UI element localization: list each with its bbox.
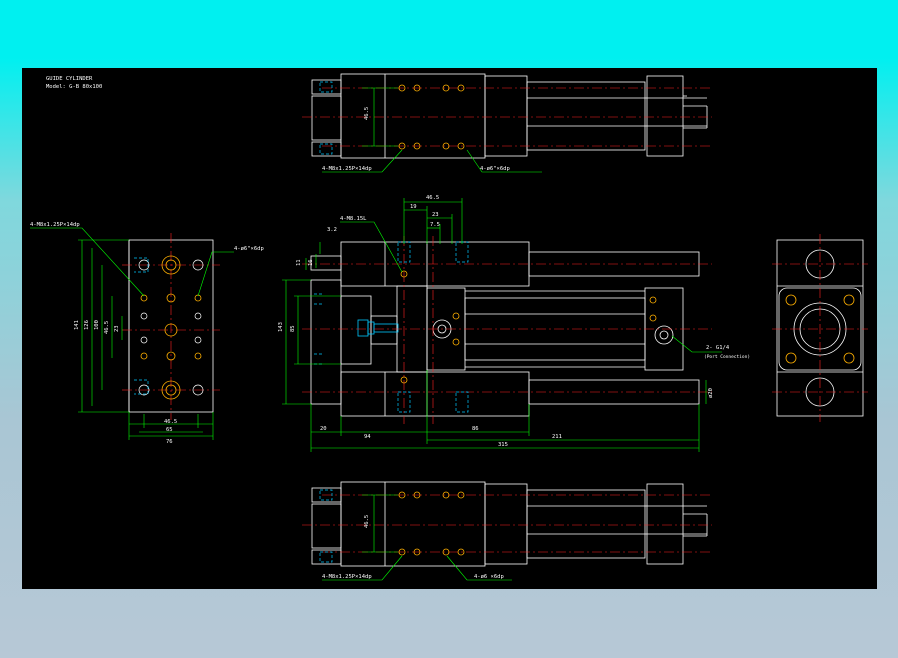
side-view-holes-white [138, 259, 204, 396]
front-dim-16: 16 [308, 259, 314, 266]
side-view-hidden [134, 257, 149, 395]
side-view-dims [30, 227, 234, 440]
drawing-model: Model: G-B 80x100 [46, 84, 102, 90]
side-view-holes [140, 255, 202, 400]
front-dim-rod: ø20 [708, 388, 714, 398]
front-dim-3-2: 3.2 [327, 227, 337, 233]
bottom-view-callout-left: 4-M8x1.25P×14dp [322, 574, 372, 580]
bottom-view-holes [398, 491, 465, 556]
side-dim-141: 141 [74, 320, 80, 330]
front-dim-46-5: 46.5 [426, 195, 439, 201]
front-dim-19: 19 [410, 204, 417, 210]
end-view-holes [785, 294, 855, 364]
front-dim-143: 143 [278, 322, 284, 332]
bottom-view-callout-right: 4-ø6 ×6dp [474, 574, 504, 580]
front-callout-top: 4-M8.15L [340, 216, 367, 222]
top-view [311, 73, 708, 159]
front-port-label: 2- G1/4 [706, 345, 730, 351]
bottom-view [311, 481, 708, 567]
top-view-dims [322, 87, 542, 173]
front-view-piston-rod [357, 319, 399, 337]
side-callout-right: 4-ø6"×6dp [234, 246, 264, 252]
cad-drawing: GUIDE CYLINDER Model: G-B 80x100 [30, 73, 868, 581]
front-view-holes [400, 270, 657, 384]
front-dim-11: 11 [296, 259, 302, 266]
front-dim-315: 315 [498, 442, 508, 448]
front-dim-7-5: 7.5 [430, 222, 440, 228]
side-dim-h-46-5: 46.5 [164, 419, 177, 425]
top-view-hidden [319, 81, 333, 155]
front-dim-23: 23 [432, 212, 439, 218]
top-view-dim-pitch: 46.5 [364, 107, 370, 120]
bottom-view-dims [322, 494, 512, 581]
side-dim-126: 126 [84, 320, 90, 330]
front-port-note: (Port Connection) [704, 354, 750, 360]
bottom-view-dim-pitch: 46.5 [364, 515, 370, 528]
top-view-holes [398, 84, 465, 150]
side-dim-h-65: 65 [166, 427, 173, 433]
drawing-sheet: GUIDE CYLINDER Model: G-B 80x100 [22, 68, 877, 589]
front-view-hidden [314, 241, 469, 413]
side-dim-23: 23 [114, 325, 120, 332]
bottom-view-hidden [319, 489, 333, 563]
side-dim-46-5: 46.5 [104, 321, 110, 334]
front-view-dims [282, 198, 722, 452]
side-view-centerlines [122, 233, 220, 420]
side-callout-left: 4-M8x1.25P×14dp [30, 222, 80, 228]
top-view-callout-left: 4-M8x1.25P×14dp [322, 166, 372, 172]
drawing-title: GUIDE CYLINDER [46, 76, 93, 82]
front-view-centerlines [302, 236, 712, 424]
top-view-centerlines [302, 87, 712, 147]
front-dim-86: 86 [472, 426, 479, 432]
front-dim-85: 85 [290, 325, 296, 332]
front-dim-211: 211 [552, 434, 562, 440]
end-view-centerlines [772, 234, 868, 422]
side-dim-h-76: 76 [166, 439, 173, 445]
side-dim-100: 100 [94, 320, 100, 330]
front-dim-94: 94 [364, 434, 371, 440]
top-view-callout-right: 4-ø6"×6dp [480, 166, 510, 172]
front-dim-20: 20 [320, 426, 327, 432]
bottom-view-centerlines [302, 494, 712, 553]
